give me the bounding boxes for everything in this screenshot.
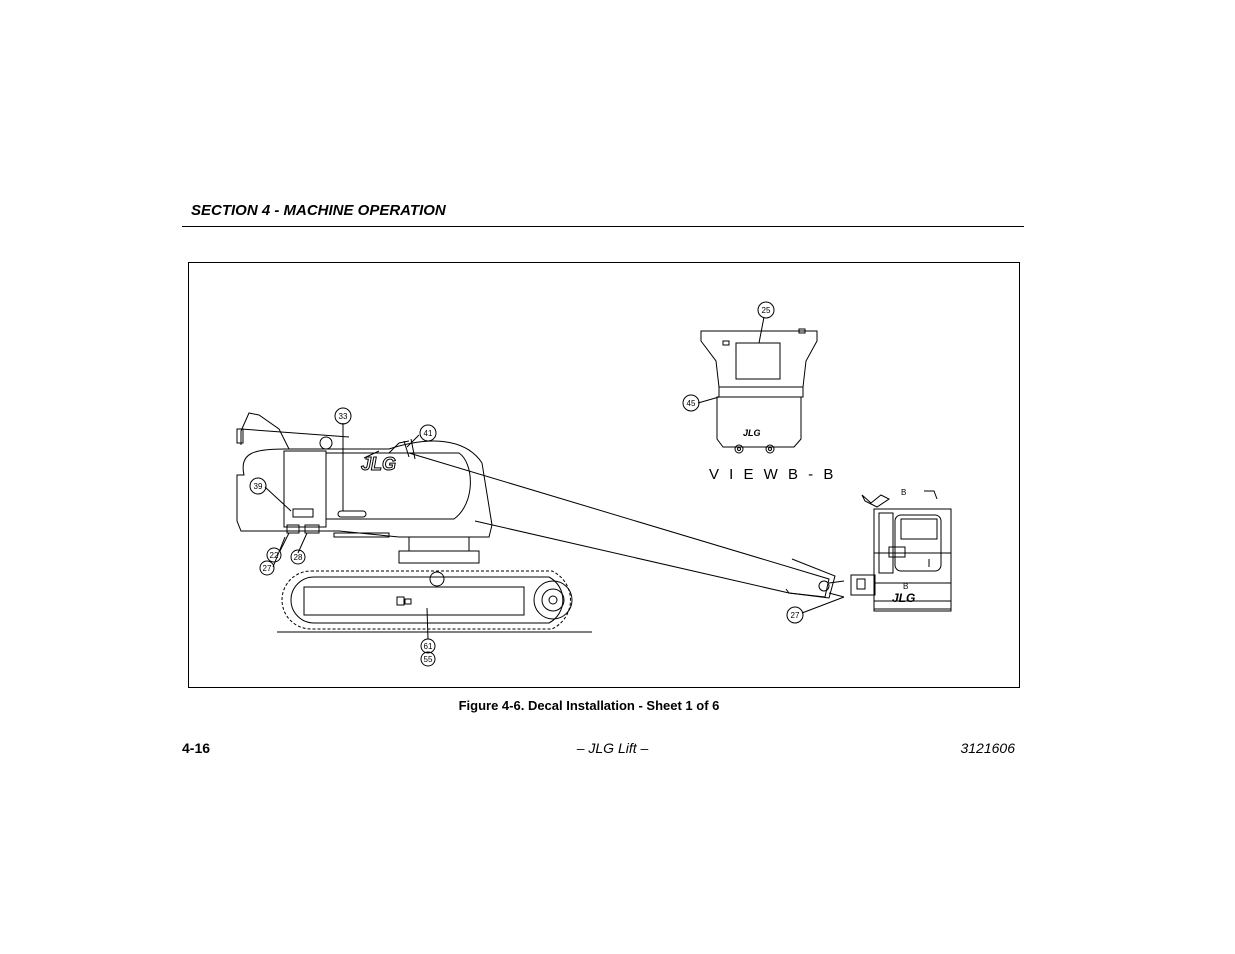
platform-basket — [850, 490, 952, 612]
callout-45: 45 — [687, 399, 696, 408]
section-title: SECTION 4 - MACHINE OPERATION — [191, 202, 446, 219]
callout-27-left: 27 — [263, 564, 272, 573]
callout-circles — [249, 301, 804, 667]
callout-leaders — [264, 423, 845, 640]
callout-22: 22 — [270, 551, 279, 560]
callout-55: 55 — [424, 655, 433, 664]
figure-caption: Figure 4-6. Decal Installation - Sheet 1… — [458, 698, 720, 713]
boom — [408, 452, 845, 599]
track-assembly — [281, 570, 573, 630]
section-marker-top: B — [901, 488, 906, 497]
view-label: V I E W B - B — [709, 466, 836, 483]
jlg-logo-platform: JLG — [892, 591, 915, 605]
callout-61: 61 — [424, 642, 433, 651]
document-number: 3121606 — [960, 740, 1015, 756]
page-number: 4-16 — [182, 740, 211, 756]
jlg-logo-turntable: JLG — [361, 454, 396, 474]
decal-installation-drawing: JLG JLG JLG V I E W B - B B B 25 45 33 4… — [236, 301, 952, 667]
jlg-logo-marks: JLG JLG JLG — [361, 428, 916, 605]
callout-27-right: 27 — [791, 611, 800, 620]
jlg-logo-viewbb: JLG — [743, 428, 761, 438]
figure-frame: JLG JLG JLG V I E W B - B B B 25 45 33 4… — [188, 262, 1020, 688]
view-bb-drawing — [697, 316, 818, 454]
footer-center-text: – JLG Lift – — [576, 740, 649, 756]
callout-25: 25 — [762, 306, 771, 315]
callout-33: 33 — [339, 412, 348, 421]
section-marker-bottom: B — [903, 582, 908, 591]
header-rule — [182, 226, 1024, 227]
callout-39: 39 — [254, 482, 263, 491]
callout-41: 41 — [424, 429, 433, 438]
callout-28: 28 — [294, 553, 303, 562]
turntable — [236, 412, 493, 564]
